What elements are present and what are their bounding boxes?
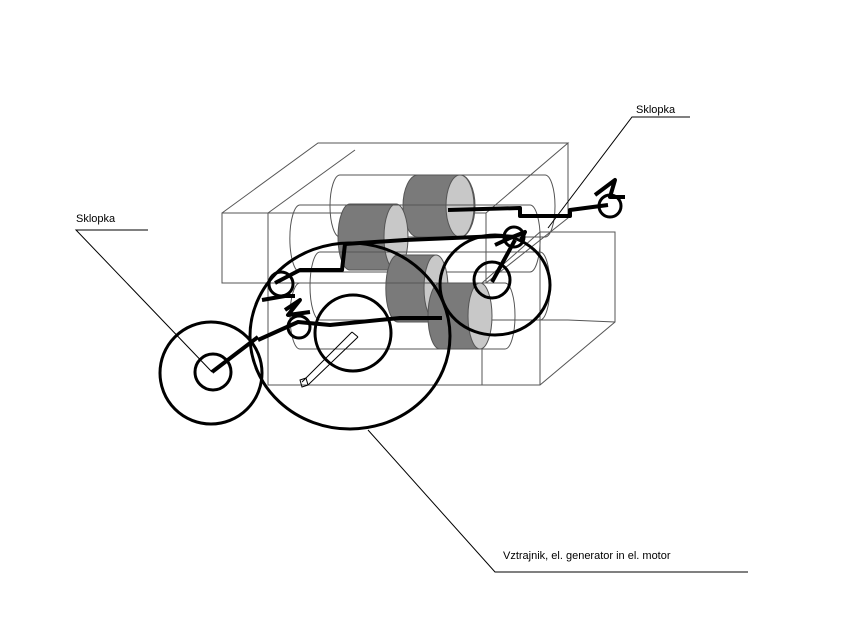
lower-box-right [567, 319, 616, 323]
flywheel-label: Vztrajnik, el. generator in el. motor [503, 550, 671, 562]
leader-lines [74, 116, 748, 573]
clutch-circles [267, 193, 623, 340]
clutch-mid-left [267, 270, 295, 298]
generator-circle [313, 293, 393, 373]
cylinders [289, 174, 556, 350]
clutch-low-left [286, 314, 312, 340]
upper-inner-top [267, 149, 356, 214]
clutch-mid-right [502, 225, 526, 249]
clutch-label-left: Sklopka [76, 213, 116, 225]
crank-top [447, 203, 609, 218]
right-wheel-hub [472, 260, 512, 300]
leader-bottom [367, 429, 748, 573]
left-wheel-spoke [210, 335, 260, 374]
leader-top-right [547, 116, 690, 229]
lower-box-side [481, 231, 616, 386]
generator-shaft [299, 331, 359, 388]
clutch-label-top-right: Sklopka [636, 104, 676, 116]
upper-box-top [221, 142, 570, 214]
cylinder-top-dark-cap [445, 174, 475, 238]
crank-right [344, 234, 517, 246]
left-wheel-hub [193, 352, 233, 392]
leader-left [74, 229, 213, 373]
crank-bottom [257, 316, 442, 342]
cylinder-top-back [329, 174, 556, 238]
crank-mid [274, 243, 347, 285]
crank-zigzag-left [283, 298, 311, 317]
left-wheel-circle [158, 320, 264, 426]
cylinder-bottom-back [289, 282, 516, 350]
crankshafts [210, 178, 625, 374]
clutch-top-right [597, 193, 623, 219]
